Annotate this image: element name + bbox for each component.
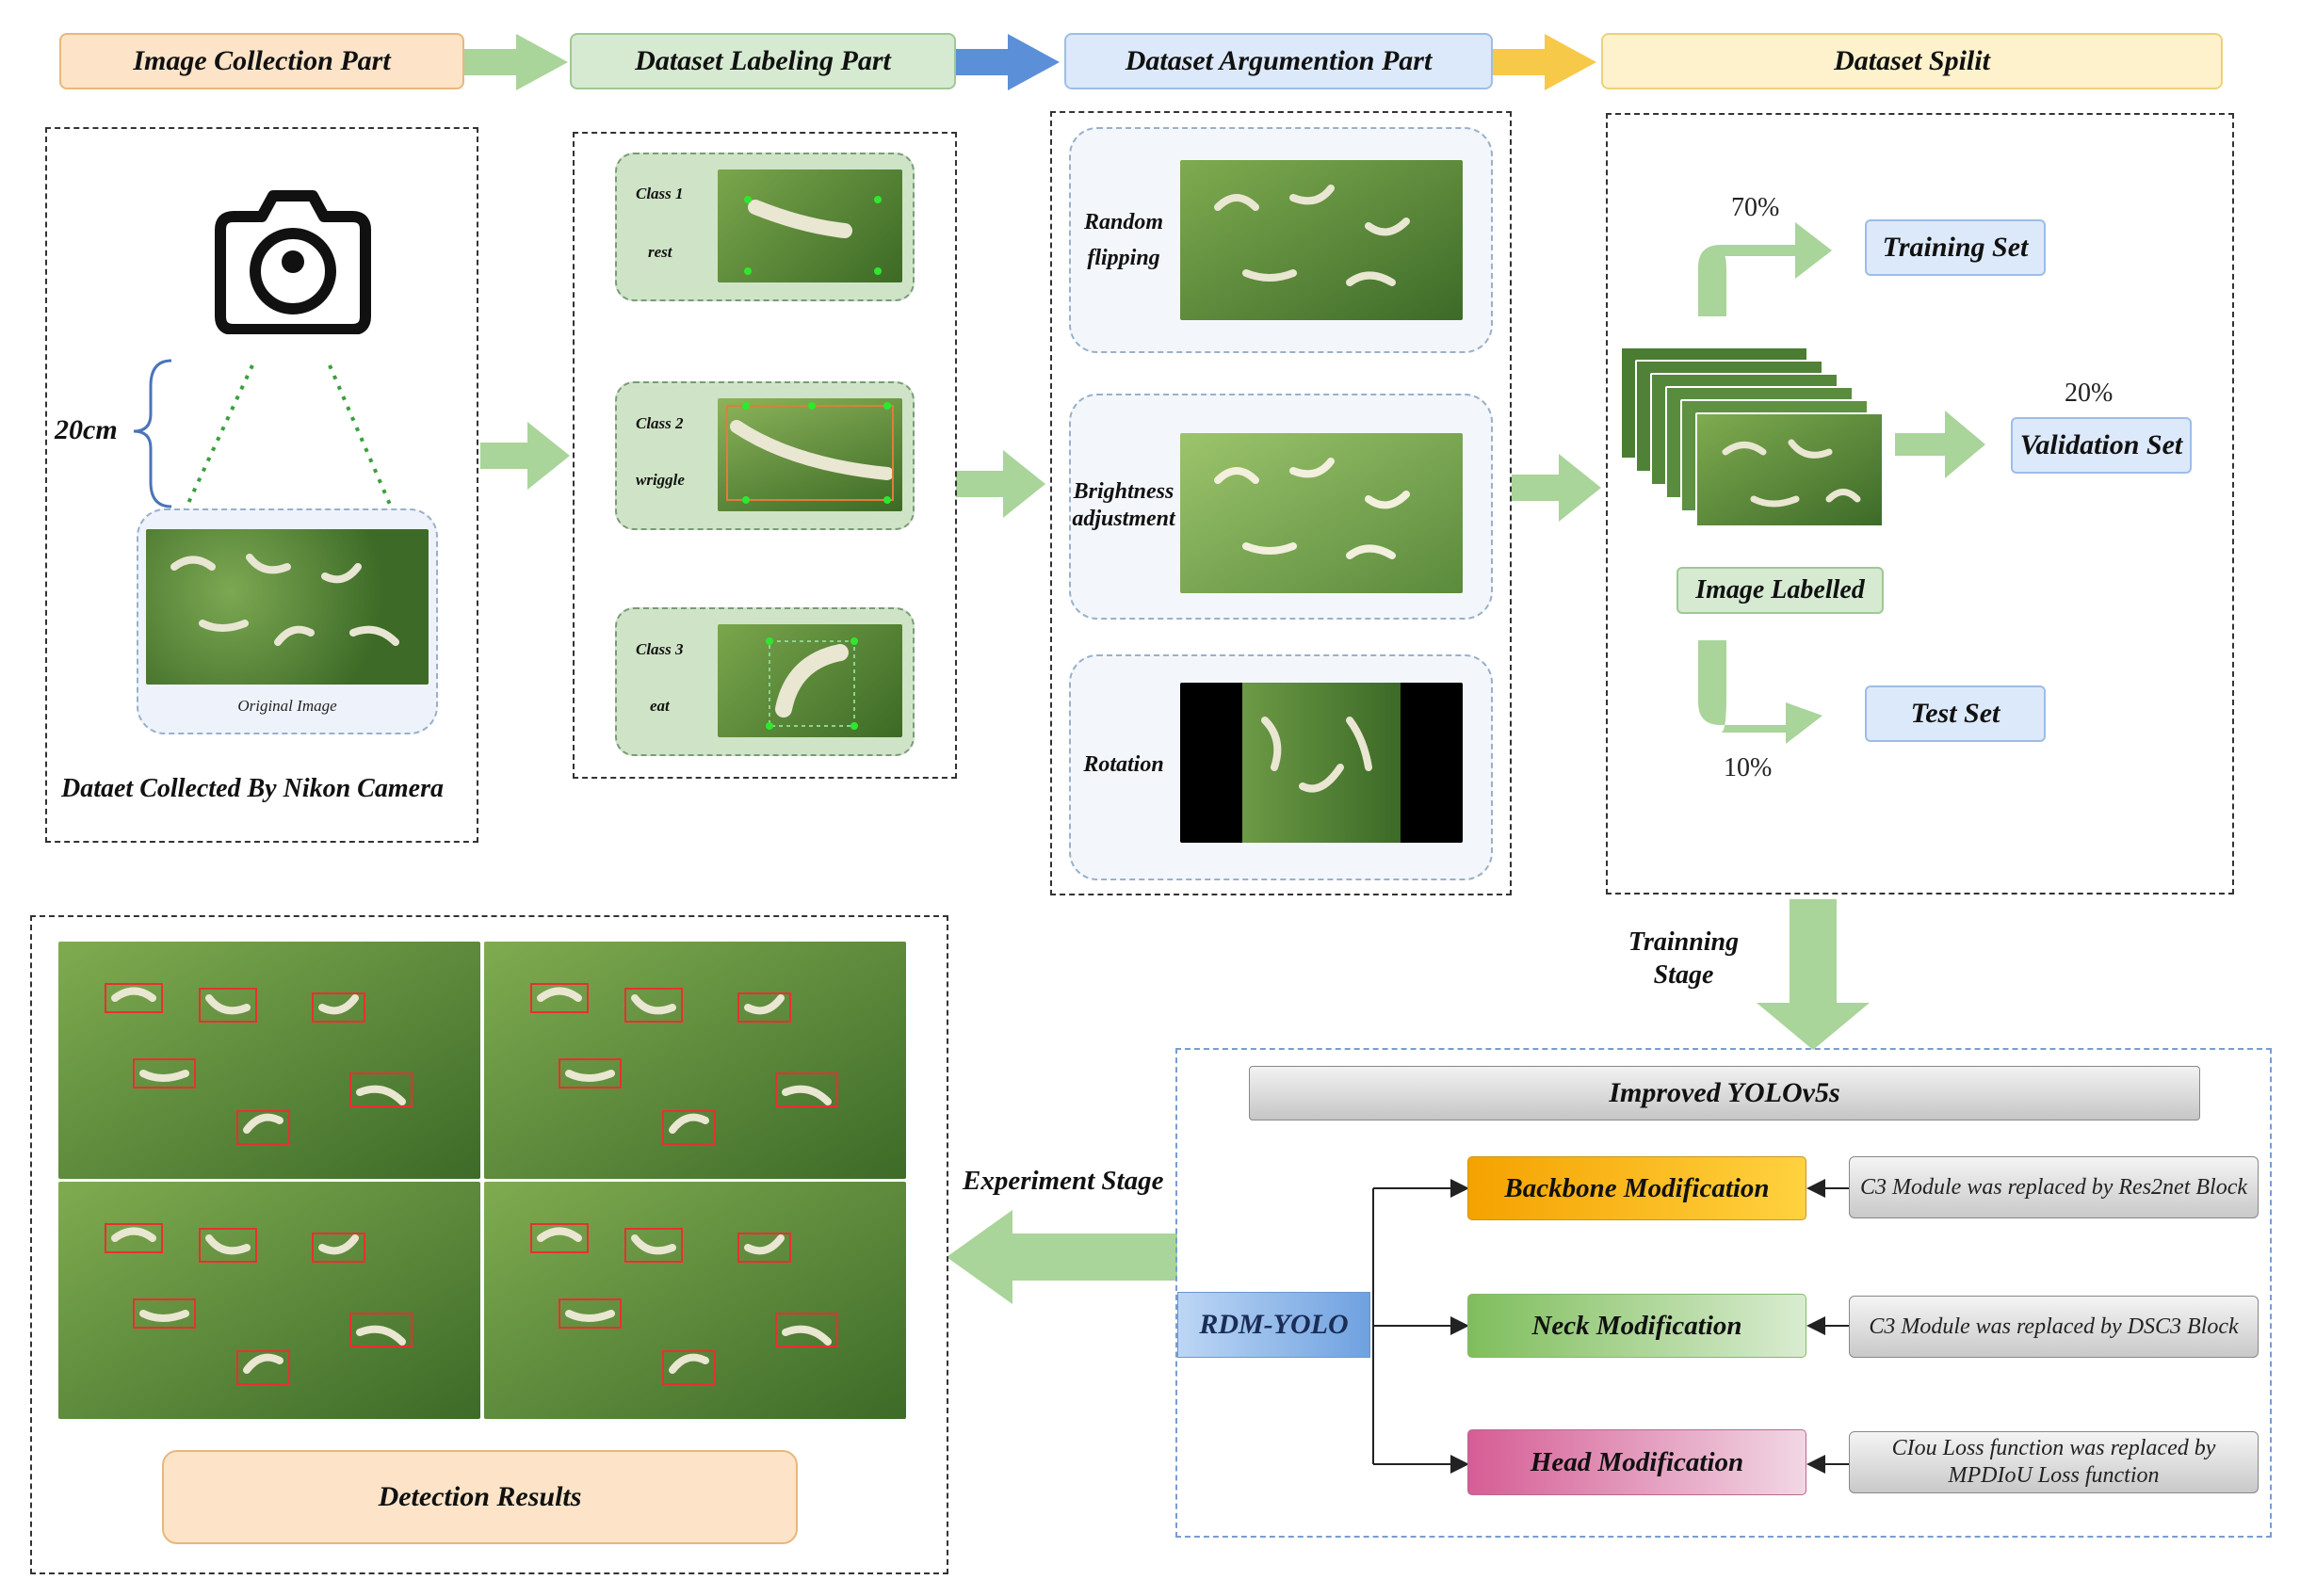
aug-rotation-label: Rotation xyxy=(1083,751,1164,777)
validation-set-box: Validation Set xyxy=(2011,417,2192,474)
backbone-desc-box: C3 Module was replaced by Res2net Block xyxy=(1849,1156,2259,1218)
stage-header-dataset-split: Dataset Spilit xyxy=(1601,33,2223,89)
detection-image xyxy=(484,942,906,1179)
neck-desc-box: C3 Module was replaced by DSC3 Block xyxy=(1849,1296,2259,1358)
arrow-s1-s2 xyxy=(464,34,568,90)
labeling-section xyxy=(573,132,957,779)
training-set-box: Training Set xyxy=(1865,219,2046,276)
arrow-collect-label xyxy=(480,422,570,490)
val-percent: 20% xyxy=(2065,379,2114,408)
improved-yolo-bar: Improved YOLOv5s xyxy=(1249,1066,2200,1120)
class-2-name: Class 2 xyxy=(636,414,684,432)
arrow-to-test xyxy=(1698,640,1822,744)
class-3-name: Class 3 xyxy=(636,640,684,658)
stage-header-image-collection: Image Collection Part xyxy=(59,33,464,89)
rdm-yolo-box: RDM-YOLO xyxy=(1177,1292,1370,1358)
camera-icon xyxy=(215,188,371,334)
detection-image xyxy=(58,1182,480,1419)
arrow-label-aug xyxy=(956,450,1045,518)
detection-image xyxy=(484,1182,906,1419)
split-section xyxy=(1606,113,2234,895)
detection-results-box: Detection Results xyxy=(162,1450,798,1544)
neck-modification-box: Neck Modification xyxy=(1467,1294,1806,1358)
distance-brace xyxy=(133,359,172,508)
detection-image-grid xyxy=(58,942,906,1419)
distance-label: 20cm xyxy=(55,414,118,445)
class-2-image xyxy=(718,398,902,511)
aug-flipping-label: Random flipping xyxy=(1083,209,1164,270)
arrow-to-val xyxy=(1895,411,1985,478)
aug-brightness-label: Brightness adjustment xyxy=(1072,479,1175,531)
class-1-image xyxy=(718,169,902,282)
train-percent: 70% xyxy=(1731,193,1780,222)
class-2-label: wriggle xyxy=(636,471,685,489)
class-3-label: eat xyxy=(650,697,670,715)
aug-rotation-image xyxy=(1180,683,1463,843)
head-modification-box: Head Modification xyxy=(1467,1429,1806,1495)
arrow-training-down xyxy=(1757,899,1870,1050)
backbone-modification-box: Backbone Modification xyxy=(1467,1156,1806,1220)
arrow-s2-s3 xyxy=(956,34,1060,90)
experiment-stage-label: Experiment Stage xyxy=(963,1166,1164,1196)
collection-caption: Dataet Collected By Nikon Camera xyxy=(61,774,444,803)
augmentation-section xyxy=(1050,111,1512,895)
image-labelled-box: Image Labelled xyxy=(1676,567,1884,614)
detection-image xyxy=(58,942,480,1179)
aug-flipping-image xyxy=(1180,160,1463,320)
image-collection-section xyxy=(45,127,478,843)
training-stage-label: Trainning Stage xyxy=(1628,927,1740,990)
arrow-aug-split xyxy=(1512,454,1601,522)
original-image-caption: Original Image xyxy=(237,697,337,715)
image-stack xyxy=(1620,347,1888,535)
arrow-s3-s4 xyxy=(1493,34,1596,90)
stage-header-dataset-labeling: Dataset Labeling Part xyxy=(570,33,956,89)
head-desc-box: CIou Loss function was replaced by MPDIo… xyxy=(1849,1431,2259,1493)
class-1-label: rest xyxy=(648,243,672,261)
arrow-experiment-left xyxy=(947,1210,1177,1304)
class-3-image xyxy=(718,624,902,737)
model-section xyxy=(1175,1048,2272,1538)
original-image xyxy=(146,529,429,685)
results-section xyxy=(30,915,948,1574)
aug-brightness-image xyxy=(1180,433,1463,593)
test-percent: 10% xyxy=(1724,753,1773,782)
stage-header-dataset-augmentation: Dataset Argumention Part xyxy=(1064,33,1493,89)
class-1-name: Class 1 xyxy=(636,185,684,202)
test-set-box: Test Set xyxy=(1865,685,2046,742)
arrow-to-train xyxy=(1698,222,1832,316)
